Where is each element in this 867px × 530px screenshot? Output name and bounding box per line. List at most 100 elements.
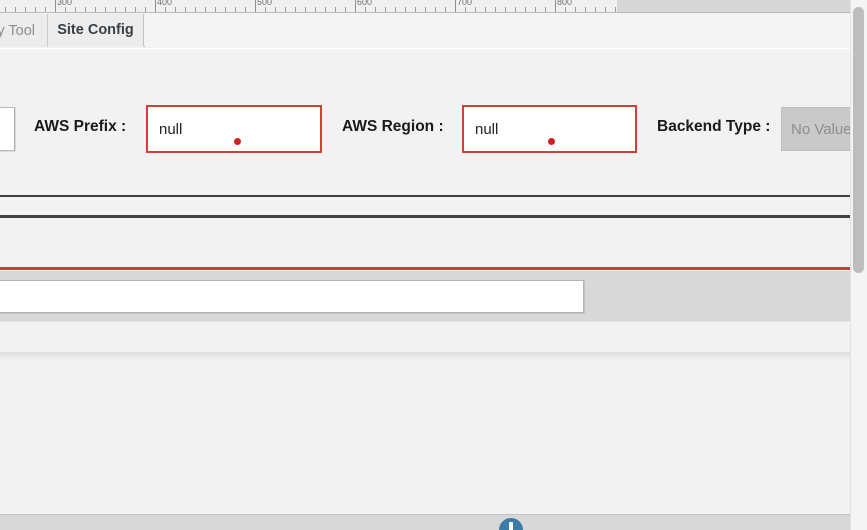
pane-shadow-divider — [0, 352, 850, 362]
tab-strip: y Tool Site Config — [0, 13, 850, 47]
ruler-tick-major — [455, 0, 456, 12]
truncated-input-left[interactable] — [0, 107, 15, 151]
form-row: AWS Prefix : null AWS Region : null Back… — [0, 105, 867, 155]
ruler-tick-major — [255, 0, 256, 12]
ruler-tick-minor — [415, 7, 416, 12]
ruler-tick-minor — [245, 7, 246, 12]
config-form-panel: AWS Prefix : null AWS Region : null Back… — [0, 48, 867, 195]
aws-prefix-label: AWS Prefix : — [34, 118, 127, 135]
ruler-tick-minor — [435, 7, 436, 12]
aws-region-error-dot — [548, 138, 555, 145]
ruler-label: 600 — [357, 0, 373, 7]
ruler-tick-minor — [25, 7, 26, 12]
ruler-gutter — [617, 0, 850, 13]
ruler-label: 800 — [557, 0, 573, 7]
search-band — [0, 271, 850, 321]
ruler-tick-minor — [525, 7, 526, 12]
aws-prefix-input[interactable]: null — [146, 105, 322, 153]
ruler-tick-minor — [175, 7, 176, 12]
ruler-tick-minor — [225, 7, 226, 12]
ruler-tick-minor — [385, 7, 386, 12]
ruler-tick-minor — [405, 7, 406, 12]
horizontal-ruler: 300 400 500 600 700 800 — [0, 0, 617, 13]
ruler-tick-minor — [565, 7, 566, 12]
vertical-scrollbar-thumb[interactable] — [853, 7, 864, 273]
tab-site-config[interactable]: Site Config — [48, 14, 144, 47]
ruler-tick-minor — [145, 7, 146, 12]
ruler-tick-minor — [265, 7, 266, 12]
ruler-tick-minor — [335, 7, 336, 12]
ruler-tick-minor — [65, 7, 66, 12]
ruler-tick-minor — [15, 7, 16, 12]
ruler-tick-minor — [505, 7, 506, 12]
divider-red — [0, 267, 850, 270]
ruler-tick-minor — [305, 7, 306, 12]
tab-partial-tool[interactable]: y Tool — [0, 14, 48, 47]
ruler-tick-minor — [185, 7, 186, 12]
empty-region-band — [0, 218, 850, 267]
divider-gap-band — [0, 197, 850, 215]
ruler-tick-minor — [295, 7, 296, 12]
ruler-tick-minor — [205, 7, 206, 12]
lower-pane — [0, 321, 850, 352]
aws-prefix-error-dot — [234, 138, 241, 145]
ruler-tick-minor — [275, 7, 276, 12]
ruler-tick-minor — [215, 7, 216, 12]
ruler-tick-minor — [95, 7, 96, 12]
ruler-tick-major — [555, 0, 556, 12]
aws-region-input[interactable]: null — [462, 105, 637, 153]
ruler-tick-minor — [485, 7, 486, 12]
ruler-tick-minor — [235, 7, 236, 12]
ruler-tick-minor — [495, 7, 496, 12]
ruler-label: 300 — [57, 0, 73, 7]
ruler-label: 500 — [257, 0, 273, 7]
ruler-tick-minor — [445, 7, 446, 12]
ruler-tick-minor — [575, 7, 576, 12]
ruler-tick-minor — [605, 7, 606, 12]
ruler-tick-minor — [165, 7, 166, 12]
ruler-tick-minor — [115, 7, 116, 12]
ruler-tick-minor — [475, 7, 476, 12]
ruler-tick-minor — [35, 7, 36, 12]
divider-top — [0, 195, 850, 197]
tab-strip-empty-area — [145, 14, 850, 47]
ruler-tick-minor — [85, 7, 86, 12]
ruler-tick-minor — [5, 7, 6, 12]
ruler-tick-minor — [535, 7, 536, 12]
ruler-tick-major — [55, 0, 56, 12]
ruler-tick-minor — [595, 7, 596, 12]
backend-type-value: No Value — [791, 120, 852, 138]
tab-partial-tool-label: y Tool — [0, 22, 35, 39]
info-circle-icon[interactable] — [499, 518, 523, 530]
backend-type-label: Backend Type : — [657, 118, 771, 135]
ruler-tick-minor — [285, 7, 286, 12]
ruler-tick-minor — [585, 7, 586, 12]
ruler-label: 400 — [157, 0, 173, 7]
ruler-tick-minor — [395, 7, 396, 12]
ruler-tick-minor — [545, 7, 546, 12]
ruler-tick-minor — [45, 7, 46, 12]
aws-region-value: null — [475, 120, 499, 138]
ruler-tick-minor — [135, 7, 136, 12]
ruler-tick-minor — [615, 7, 616, 12]
ruler-tick-major — [155, 0, 156, 12]
ruler-tick-minor — [375, 7, 376, 12]
ruler-tick-minor — [195, 7, 196, 12]
ruler-tick-minor — [315, 7, 316, 12]
ruler-tick-minor — [325, 7, 326, 12]
ruler-label: 700 — [457, 0, 473, 7]
aws-prefix-value: null — [159, 120, 183, 138]
ruler-tick-minor — [425, 7, 426, 12]
ruler-tick-major — [355, 0, 356, 12]
aws-region-label: AWS Region : — [342, 118, 444, 135]
search-field[interactable] — [0, 280, 584, 313]
ruler-tick-minor — [345, 7, 346, 12]
tab-site-config-label: Site Config — [57, 22, 134, 38]
status-bar — [0, 514, 850, 530]
divider-second — [0, 215, 850, 218]
ruler-tick-minor — [75, 7, 76, 12]
content-pane — [0, 362, 850, 514]
ruler-tick-minor — [365, 7, 366, 12]
ruler-tick-minor — [105, 7, 106, 12]
